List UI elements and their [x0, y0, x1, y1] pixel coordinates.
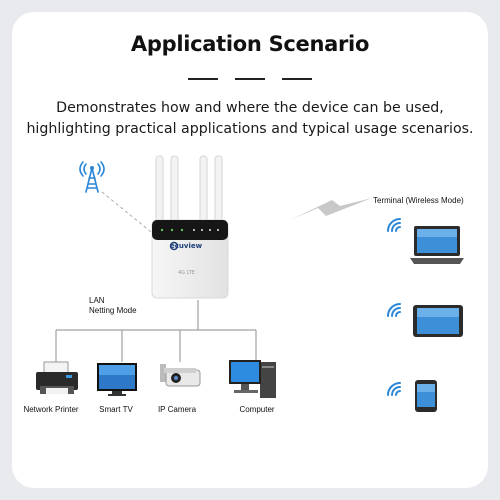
cell-tower-icon: [79, 161, 105, 193]
wifi-icon: [387, 303, 401, 317]
wifi-icon: [387, 382, 401, 396]
divider-dash: [188, 78, 218, 80]
router-image: [151, 155, 229, 299]
device-label-camera: IP Camera: [157, 405, 197, 414]
wireless-bolt-icon: [290, 198, 372, 220]
router-badge: 4G LTE: [178, 270, 195, 276]
lan-label-line-1: LAN: [89, 296, 105, 305]
wifi-icon: [387, 218, 401, 232]
page-title: Application Scenario: [130, 32, 370, 56]
device-label-tv: Smart TV: [99, 405, 133, 414]
description-line-2: highlighting practical applications and …: [26, 121, 474, 137]
lan-label: LAN Netting Mode: [89, 296, 137, 316]
device-label-computer: Computer: [239, 405, 275, 414]
device-label-printer: Network Printer: [23, 405, 79, 414]
scenario-card: Application Scenario Demonstrates how an…: [12, 12, 488, 488]
description: Demonstrates how and where the device ca…: [22, 98, 478, 140]
camera-icon: [160, 364, 201, 387]
laptop-icon: [410, 226, 464, 264]
description-line-1: Demonstrates how and where the device ca…: [56, 100, 444, 116]
router-brand: ecuview: [170, 242, 203, 250]
tv-icon: [97, 363, 137, 396]
divider-dash: [235, 78, 265, 80]
tablet-icon: [413, 305, 463, 337]
printer-icon: [36, 361, 78, 394]
divider-dash: [282, 78, 312, 80]
lan-label-line-2: Netting Mode: [89, 306, 137, 315]
computer-icon: [229, 360, 276, 398]
phone-icon: [415, 380, 437, 412]
terminal-label: Terminal (Wireless Mode): [373, 196, 464, 205]
